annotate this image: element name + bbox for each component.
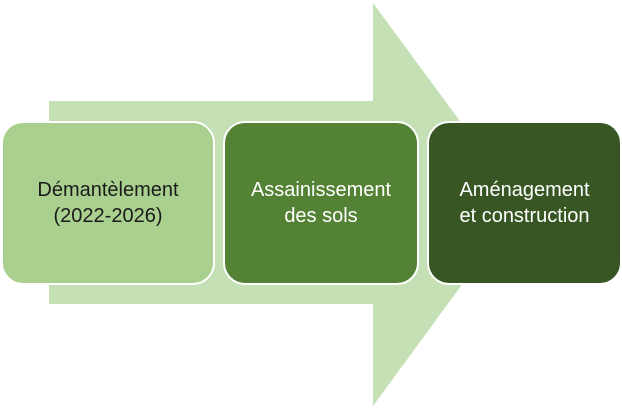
- step-development-construction-label: Aménagement et construction: [459, 179, 590, 227]
- step-soil-remediation-label: Assainissement des sols: [250, 179, 392, 227]
- step-soil-remediation: Assainissement des sols: [223, 121, 419, 285]
- step-dismantling: Démantèlement (2022-2026): [1, 121, 215, 285]
- step-development-construction: Aménagement et construction: [427, 121, 622, 285]
- step-dismantling-label: Démantèlement (2022-2026): [37, 179, 179, 227]
